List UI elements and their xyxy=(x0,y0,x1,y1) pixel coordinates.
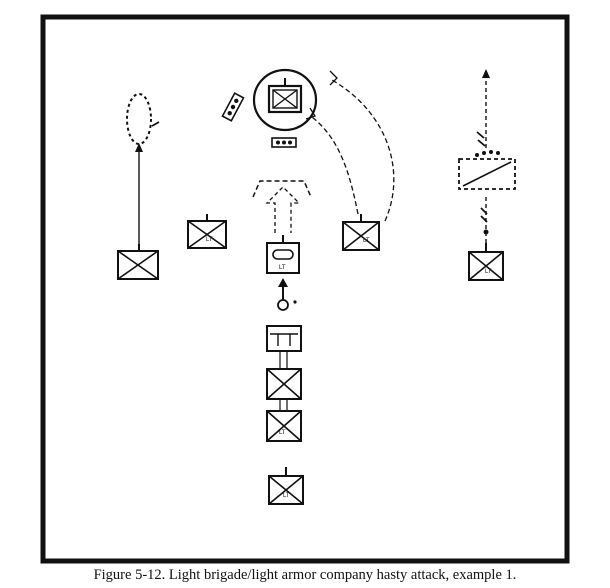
left-infantry-unit xyxy=(117,244,159,280)
unit-label: LT xyxy=(485,269,492,275)
command-post-unit xyxy=(266,325,302,352)
center-objective xyxy=(252,68,318,132)
left-objective xyxy=(126,93,152,145)
blocking-obstacle-left xyxy=(221,92,245,122)
right-crossing-marks-upper xyxy=(476,131,486,147)
curved-arrow-inner xyxy=(311,116,359,215)
phase-bracket xyxy=(252,180,312,198)
center-wide-arrow xyxy=(265,186,301,233)
unit-label: LT xyxy=(279,265,286,271)
curved-arrowhead-outer xyxy=(329,70,338,86)
figure-border xyxy=(40,14,570,564)
column-infantry-unit-1 xyxy=(266,368,302,400)
unit-label: LT xyxy=(283,493,290,499)
left-center-infantry-unit: LT xyxy=(187,214,227,249)
unit-label: LT xyxy=(279,430,286,436)
right-center-infantry-unit: LT xyxy=(342,214,380,251)
column-infantry-unit-2: LT xyxy=(266,399,302,442)
diagram-figure: LT LT LT xyxy=(40,14,570,564)
right-arrowhead xyxy=(482,69,490,78)
curved-arrowhead-inner xyxy=(305,107,316,120)
center-armor-unit: LT xyxy=(266,235,300,274)
curved-arrow-outer xyxy=(331,79,395,222)
left-arrowhead xyxy=(135,143,143,152)
right-obstacle-dots xyxy=(475,150,500,157)
unit-label: LT xyxy=(363,238,370,244)
blocking-obstacle-center xyxy=(271,137,297,148)
unit-label: LT xyxy=(206,237,213,243)
right-crossing-marks-lower xyxy=(480,207,488,223)
right-infantry-unit: LT xyxy=(468,243,504,281)
figure-caption: Figure 5-12. Light brigade/light armor c… xyxy=(93,567,517,583)
rear-infantry-unit: LT xyxy=(268,467,304,505)
obstacle-belt-right xyxy=(458,158,516,190)
move-arrow-center xyxy=(277,278,297,311)
